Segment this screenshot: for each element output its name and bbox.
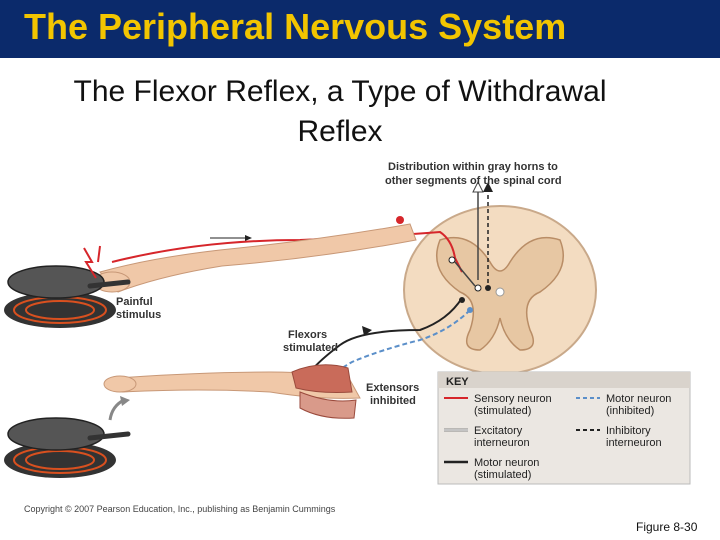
- slide-subtitle: The Flexor Reflex, a Type of Withdrawal …: [40, 72, 640, 152]
- motor-neuron-stimulated-body: [459, 297, 465, 303]
- efferent-arrowhead: [362, 326, 372, 336]
- interneuron-node-1: [474, 284, 482, 292]
- extensor-muscle: [299, 391, 357, 419]
- pain-spark-2: [97, 245, 101, 263]
- key-motor-stimulated-line-2: (stimulated): [474, 469, 531, 481]
- lower-hand: [103, 375, 137, 393]
- upper-burner-coil-2: [25, 300, 95, 320]
- figure-number: Figure 8-30: [636, 520, 698, 534]
- flexors-label-line-1: Flexors: [288, 329, 327, 341]
- pain-spark-1: [83, 247, 97, 279]
- upper-stove-burner: [4, 292, 116, 328]
- subtitle-line-1: The Flexor Reflex, a Type of Withdrawal: [73, 75, 607, 108]
- central-canal: [495, 287, 505, 297]
- dorsal-root-ganglion: [396, 216, 404, 224]
- extensors-label-line-1: Extensors: [366, 382, 419, 394]
- distribution-label-line-1: Distribution within gray horns to: [388, 161, 558, 173]
- key-motor-inhibited-line-1: Motor neuron: [606, 393, 671, 405]
- lower-pan: [7, 417, 105, 451]
- key-motor-stimulated-line-1: Motor neuron: [474, 457, 539, 469]
- lower-arm: [103, 364, 361, 421]
- flexors-label-line-2: stimulated: [283, 342, 338, 354]
- lower-stove-burner: [4, 442, 116, 478]
- motor-neuron-inhibited-body: [467, 307, 473, 313]
- extensors-label-line-2: inhibited: [370, 395, 416, 407]
- inhibitory-interneuron-node: [485, 285, 491, 291]
- painful-stimulus-label-line-2: stimulus: [116, 309, 161, 321]
- key-inhibitory-line-1: Inhibitory: [606, 425, 651, 437]
- upper-pan: [7, 265, 105, 299]
- flexor-muscle: [291, 364, 353, 393]
- distribution-label-line-2: other segments of the spinal cord: [385, 175, 562, 187]
- upper-arm-shape: [99, 223, 417, 293]
- spinal-cord: [403, 205, 597, 375]
- lower-pan-stove: [4, 417, 131, 478]
- key-excitatory-line-2: interneuron: [474, 437, 530, 449]
- afferent-arrowhead: [245, 235, 252, 241]
- slide-title: The Peripheral Nervous System: [24, 6, 567, 47]
- key-sensory-line-1: Sensory neuron: [474, 393, 552, 405]
- key-legend: KEY Sensory neuron (stimulated) Excitato…: [437, 371, 691, 485]
- interneurons: [448, 256, 491, 292]
- upper-pan-handle: [87, 279, 131, 289]
- distribution-arrows: [472, 180, 493, 290]
- upper-arm: [93, 223, 417, 293]
- key-header: [438, 372, 690, 388]
- title-bar: The Peripheral Nervous System: [0, 0, 720, 58]
- key-inhibitory-line-2: interneuron: [606, 437, 662, 449]
- distribution-arrowhead-left: [472, 180, 484, 193]
- key-motor-inhibited-line-2: (inhibited): [606, 405, 654, 417]
- lower-burner-coil-2: [25, 450, 95, 470]
- interneuron-link: [454, 261, 476, 287]
- copyright-notice: Copyright © 2007 Pearson Education, Inc.…: [24, 504, 336, 514]
- distribution-arrowhead-right: [483, 182, 493, 192]
- key-sensory-line-2: (stimulated): [474, 405, 531, 417]
- motor-neuron-stimulated: [309, 297, 463, 373]
- excitatory-interneuron-node: [448, 256, 456, 264]
- withdrawal-arrowhead: [120, 396, 130, 406]
- key-excitatory-line-1: Excitatory: [474, 425, 523, 437]
- key-title: KEY: [446, 376, 469, 388]
- painful-stimulus-label-line-1: Painful: [116, 296, 153, 308]
- upper-pan-stove: [4, 245, 131, 328]
- key-box: [437, 371, 691, 485]
- lower-pan-handle: [87, 431, 131, 441]
- subtitle-line-2: Reflex: [297, 115, 383, 148]
